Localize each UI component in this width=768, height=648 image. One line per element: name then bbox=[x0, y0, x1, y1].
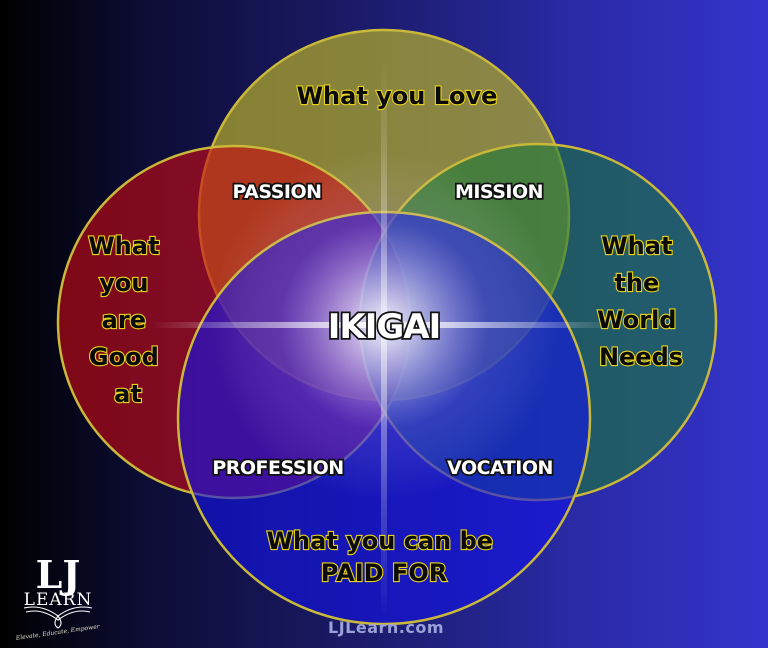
lj-learn-logo: LJ LEARN Elevate, Educate, Empower bbox=[14, 552, 101, 642]
label-paid-for: What you can be PAID FOR bbox=[267, 527, 502, 587]
label-ikigai: IKIGAI bbox=[328, 307, 441, 347]
label-love: What you Love bbox=[297, 82, 498, 110]
label-profession: PROFESSION bbox=[212, 457, 343, 479]
open-book-icon bbox=[23, 606, 93, 629]
label-mission: MISSION bbox=[455, 181, 543, 203]
center-glow bbox=[150, 60, 620, 620]
label-passion: PASSION bbox=[232, 181, 321, 203]
logo-main-text: LJ bbox=[36, 552, 81, 597]
label-world-needs: What the World Needs bbox=[597, 232, 685, 371]
logo-sub-text: LEARN bbox=[24, 590, 93, 610]
website-label: LJLearn.com bbox=[328, 618, 444, 637]
logo-tagline: Elevate, Educate, Empower bbox=[14, 623, 101, 642]
label-vocation: VOCATION bbox=[447, 457, 553, 479]
label-good-at: What you are Good at bbox=[88, 232, 168, 408]
